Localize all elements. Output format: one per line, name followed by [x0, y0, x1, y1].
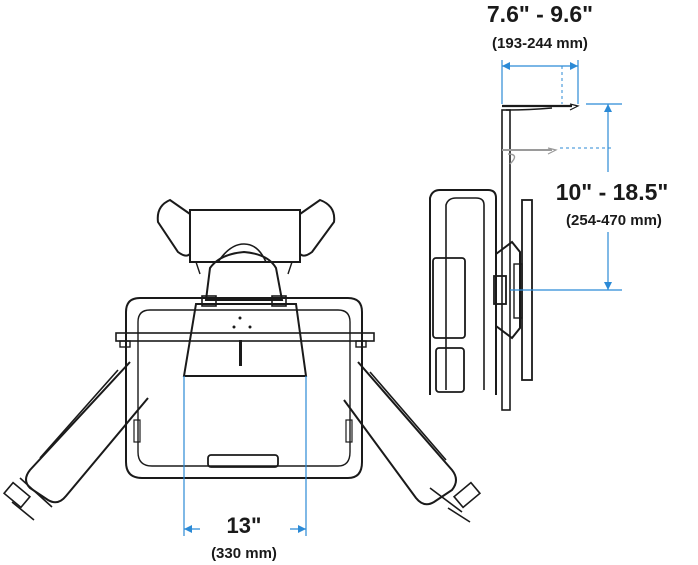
- side-view-drawing: [429, 103, 580, 411]
- mount-pole: [501, 109, 511, 411]
- height-dimension: 10" - 18.5" (254-470 mm): [510, 103, 669, 291]
- left-arm: [2, 361, 149, 521]
- top-shelf: [502, 103, 580, 111]
- depth-dimension: 7.6" - 9.6" (193-244 mm): [487, 1, 593, 104]
- lower-shelf-ghost: [502, 147, 558, 165]
- front-view-drawing: [2, 198, 482, 523]
- depth-dimension-label: 7.6" - 9.6": [487, 1, 593, 27]
- width-dimension-metric: (330 mm): [211, 545, 277, 562]
- cross-bar: [115, 332, 375, 348]
- base-frame: [125, 297, 363, 479]
- height-dimension-metric: (254-470 mm): [566, 212, 662, 229]
- width-dimension-label: 13": [227, 513, 262, 538]
- depth-dimension-metric: (193-244 mm): [492, 35, 588, 52]
- mounting-plate: [182, 303, 308, 377]
- height-dimension-label: 10" - 18.5": [556, 179, 669, 205]
- width-dimension: 13" (330 mm): [183, 376, 307, 562]
- handle-assembly: [156, 198, 336, 307]
- right-arm: [343, 361, 482, 523]
- cart-column: [429, 189, 497, 395]
